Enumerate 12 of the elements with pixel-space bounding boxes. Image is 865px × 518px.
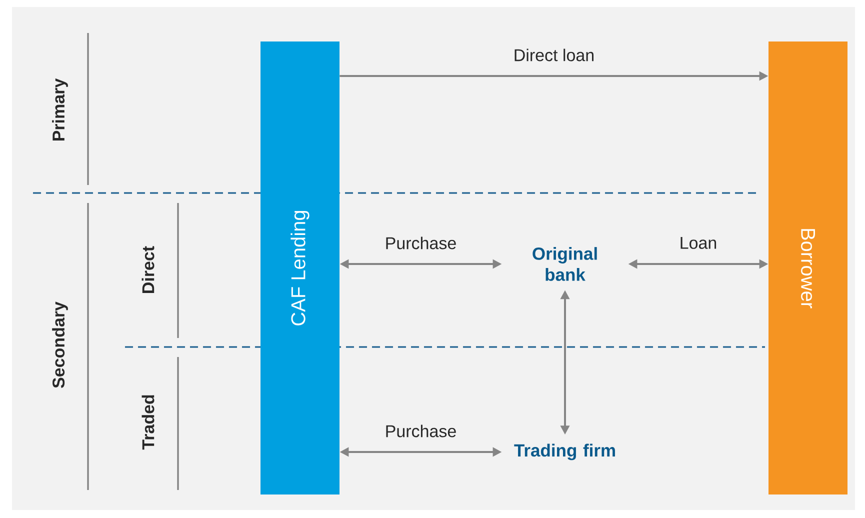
bank-label: Original bank — [532, 247, 597, 281]
bank-label: Trading firm — [514, 444, 615, 460]
borrower-bar: Borrower — [768, 42, 848, 494]
section-label: Traded — [142, 395, 154, 450]
section-label: Direct — [142, 246, 154, 293]
edge-label: Purchase — [386, 236, 456, 250]
section-label: Primary — [52, 78, 68, 140]
section-label: Secondary — [52, 302, 68, 388]
edge-label: Direct loan — [514, 48, 594, 62]
edge-label: Loan — [680, 237, 716, 249]
lender-bar: CAF Lending — [260, 42, 340, 494]
edge-label: Purchase — [386, 424, 456, 438]
